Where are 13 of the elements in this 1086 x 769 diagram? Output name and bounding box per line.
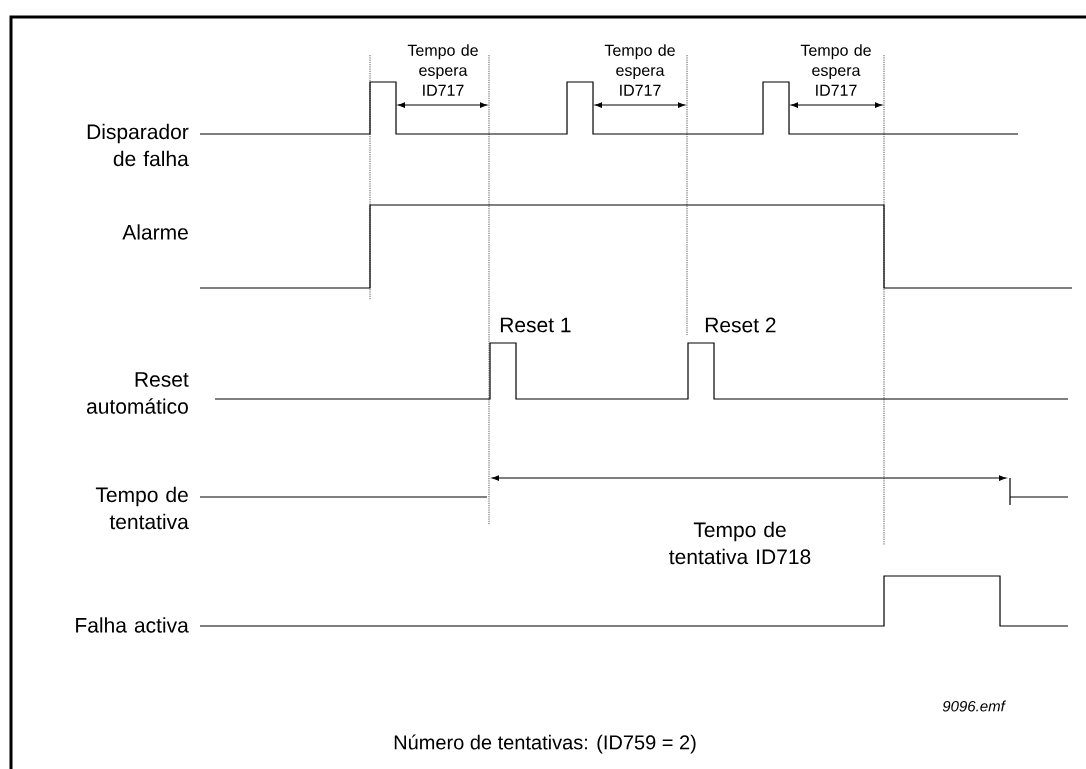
time-label: Tempo de tentativa ID718: [669, 521, 811, 565]
time-label: Tempo de espera ID717: [800, 44, 871, 96]
pulse-label: Reset 2: [705, 317, 776, 333]
file-name: 9096.emf: [942, 700, 1007, 712]
time-label: Tempo de espera ID717: [604, 44, 675, 96]
signal-label: Tempo de tentativa: [95, 486, 189, 530]
signal-label: Falha activa: [76, 617, 189, 633]
signal-label: Reset automático: [86, 372, 189, 414]
time-label: Tempo de espera ID717: [407, 44, 478, 96]
footnote: Número de tentativas: (ID759 = 2): [394, 734, 696, 754]
signal-label: Alarme: [122, 224, 188, 240]
signal-label: Disparador de falha: [87, 123, 189, 167]
pulse-label: Reset 1: [500, 317, 571, 333]
